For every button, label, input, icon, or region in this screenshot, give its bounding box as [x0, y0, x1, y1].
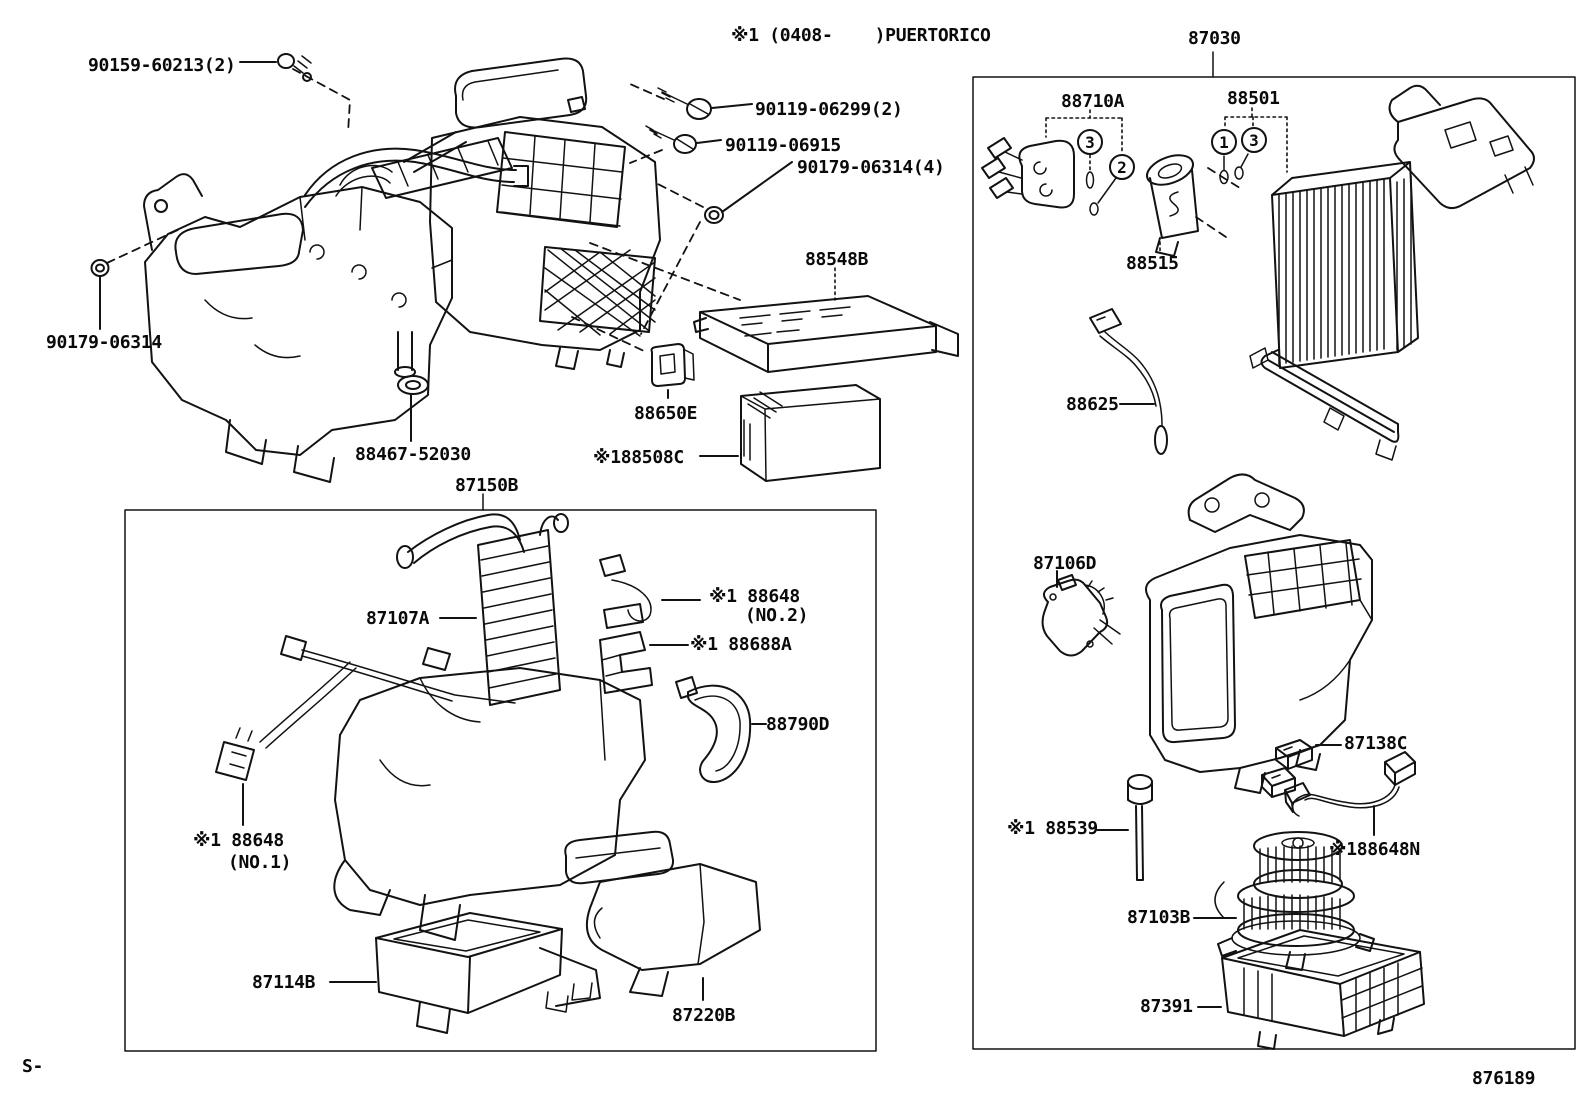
- part-label-88648N: ※188648N: [1329, 839, 1420, 860]
- part-label-88539: ※1 88539: [1007, 818, 1098, 839]
- detail-frames: [124, 51, 1576, 1052]
- left-detail-frame: [124, 509, 877, 1052]
- part-label-90119-06915: 90119-06915: [725, 135, 841, 156]
- part-label-88548B: 88548B: [805, 249, 869, 270]
- blower-motor-87103B-drawing: [1193, 831, 1375, 971]
- bolt-icon-06915: [645, 125, 697, 154]
- resistor-87138C-drawing: [1261, 739, 1342, 798]
- part-label-88790D: 88790D: [766, 714, 830, 735]
- tray-88548B-drawing: [571, 242, 959, 373]
- evaporator-drawing: [1249, 161, 1419, 461]
- servo-87106D-drawing: [1041, 570, 1121, 657]
- callout-circle-3b: 3: [1241, 127, 1267, 153]
- part-label-88467-52030: 88467-52030: [355, 444, 471, 465]
- callout-circle-1: 1: [1211, 129, 1237, 155]
- thermistor-88625-drawing: [1089, 308, 1168, 455]
- duct-87220B-drawing: [564, 830, 761, 1001]
- sheet-code-left: S-: [22, 1056, 44, 1077]
- part-label-87107A: 87107A: [366, 608, 430, 629]
- part-label-90179-06314-left: 90179-06314: [46, 332, 162, 353]
- heater-core-87107A-drawing: [396, 513, 569, 706]
- sensor-88515-drawing: [1146, 154, 1244, 257]
- nut-icon-06314x4: [704, 206, 724, 224]
- stud-bolt-icon: [277, 53, 312, 82]
- part-label-87106D: 87106D: [1033, 553, 1097, 574]
- callout-circle-3a: 3: [1077, 129, 1103, 155]
- part-label-88515: 88515: [1126, 253, 1179, 274]
- part-label-88625: 88625: [1066, 394, 1119, 415]
- part-label-88650E: 88650E: [634, 403, 698, 424]
- grommet-88467-drawing: [397, 375, 429, 442]
- part-label-88648-no1: ※1 88648: [193, 830, 284, 851]
- part-label-90119-06299: 90119-06299(2): [755, 99, 903, 120]
- clip-88650E-drawing: [650, 343, 695, 399]
- bracket-top-right-drawing: [1388, 84, 1535, 209]
- filter-88508C-drawing: [699, 384, 881, 482]
- bracket-88648no2-drawing: [599, 554, 701, 629]
- wire-loop-88790D-drawing: [675, 676, 767, 784]
- bolt-icon-06299: [657, 87, 712, 120]
- nut-icon-06314-left: [90, 259, 110, 277]
- note-puertorico: ※1 (0408- )PUERTORICO: [731, 25, 991, 46]
- harness-88648N-drawing: [1284, 751, 1416, 836]
- fastener-icons: [90, 53, 793, 335]
- part-label-88648-no2-suffix: (NO.2): [745, 605, 809, 626]
- frame-title-87150B: 87150B: [455, 475, 519, 496]
- harness-88648no1-drawing: [215, 635, 516, 826]
- part-label-87138C: 87138C: [1344, 733, 1408, 754]
- part-label-90179-06314x4: 90179-06314(4): [797, 157, 945, 178]
- heater-unit-drawing: [143, 147, 529, 483]
- frame-title-87030: 87030: [1188, 28, 1241, 49]
- part-label-88508C: ※188508C: [593, 447, 684, 468]
- cooling-case-drawing: [1145, 473, 1373, 794]
- cover-87391-drawing: [1197, 929, 1425, 1050]
- part-label-88648-no2: ※1 88648: [709, 586, 800, 607]
- connector-88710A-drawing: [981, 109, 1123, 216]
- probe-88539-drawing: [1096, 774, 1153, 881]
- duct-87114B-drawing: [329, 912, 601, 1034]
- part-label-87391: 87391: [1140, 996, 1193, 1017]
- part-label-87220B: 87220B: [672, 1005, 736, 1026]
- part-label-90159-60213: 90159-60213(2): [88, 55, 236, 76]
- heater-case-drawing: [333, 667, 646, 941]
- part-label-88688A: ※1 88688A: [690, 634, 792, 655]
- callout-circle-2: 2: [1109, 154, 1135, 180]
- part-label-88710A: 88710A: [1061, 91, 1125, 112]
- bracket-88688A-drawing: [599, 631, 689, 694]
- part-label-87114B: 87114B: [252, 972, 316, 993]
- clamp-88501-callout-art: [1219, 107, 1288, 185]
- part-label-88648-no1-suffix: (NO.1): [228, 852, 292, 873]
- cooling-unit-top-drawing: [371, 57, 661, 370]
- figure-number: 876189: [1472, 1068, 1536, 1089]
- part-label-88501: 88501: [1227, 88, 1280, 109]
- part-label-87103B: 87103B: [1127, 907, 1191, 928]
